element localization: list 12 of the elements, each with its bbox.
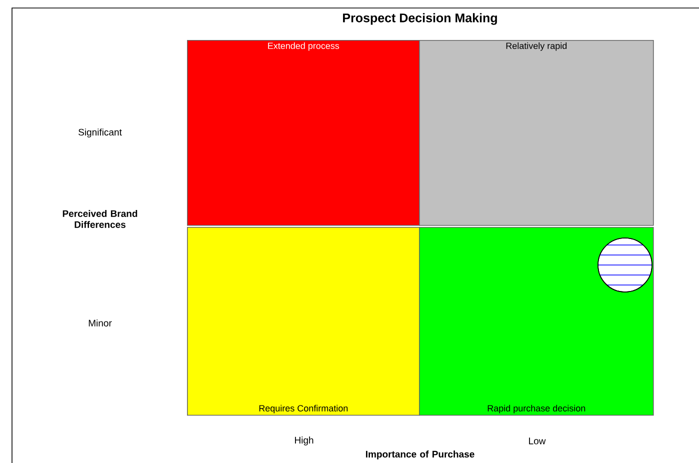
quadrant-box: Rapid purchase decision	[419, 227, 654, 416]
quadrant-box: Relatively rapid	[419, 40, 654, 226]
axis-label: Low	[529, 438, 546, 444]
quadrant-box: Requires Confirmation	[187, 227, 420, 416]
axis-label: High	[295, 436, 314, 446]
axis-label: Minor	[88, 320, 112, 326]
axis-label: Significant	[78, 128, 122, 138]
striped-circle	[598, 238, 652, 292]
axis-label: Perceived Brand Differences	[62, 210, 138, 228]
axis-label: Importance of Purchase	[366, 450, 474, 460]
title: Prospect Decision Making	[343, 13, 497, 25]
quadrant-box: Extended process	[187, 40, 420, 226]
